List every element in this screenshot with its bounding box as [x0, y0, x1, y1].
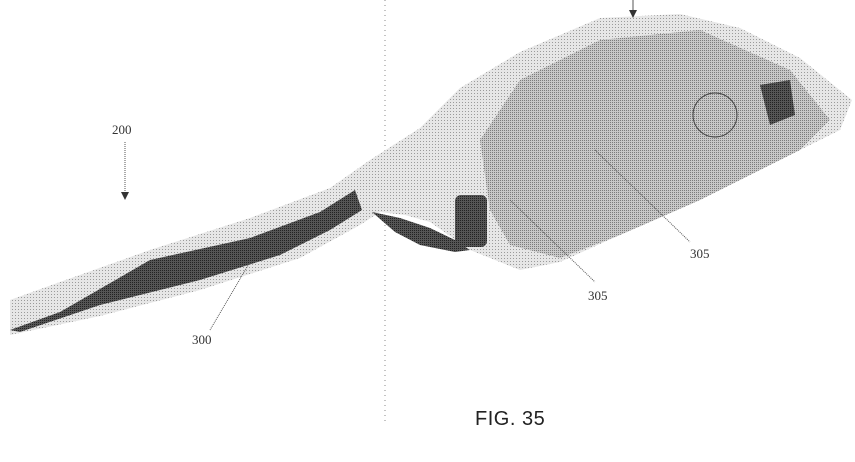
neck-dark — [372, 212, 470, 252]
blade-dark-band — [10, 190, 362, 332]
leader-305b — [594, 149, 691, 243]
label-305-upper: 305 — [690, 246, 710, 261]
head-shading — [480, 30, 830, 258]
button-block — [455, 195, 487, 247]
arrow-top — [629, 10, 637, 18]
label-305-lower: 305 — [588, 288, 608, 303]
label-200: 200 — [112, 122, 132, 137]
head-feature — [692, 92, 738, 138]
arrow-200 — [121, 192, 129, 200]
leader-305a — [509, 199, 596, 283]
label-300: 300 — [192, 332, 212, 347]
head-window — [760, 80, 795, 125]
figure-caption: FIG. 35 — [475, 408, 546, 430]
